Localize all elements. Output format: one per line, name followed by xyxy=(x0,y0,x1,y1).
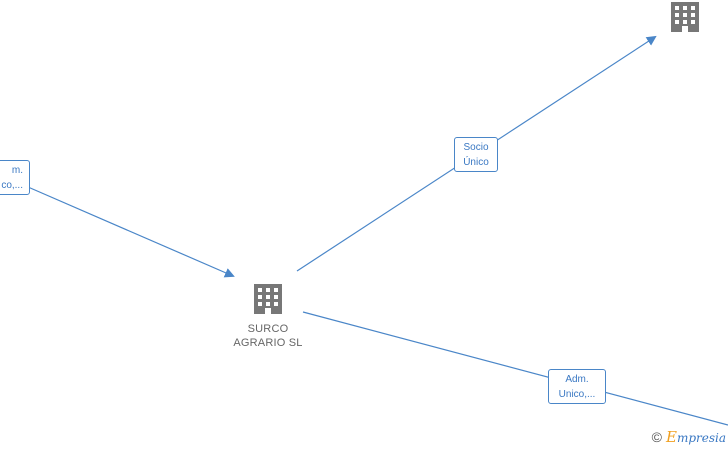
building-icon[interactable] xyxy=(671,2,699,32)
brand-logo: Empresia xyxy=(665,428,726,446)
edge-label-adm[interactable]: Adm. Unico,... xyxy=(548,369,606,404)
company-name-line1: SURCO xyxy=(247,323,289,335)
edge-label-socio-line1: Socio xyxy=(463,142,489,153)
edge-label-left-line1: m. xyxy=(11,165,23,176)
building-icon[interactable] xyxy=(254,284,282,314)
watermark: © Empresia xyxy=(652,428,726,446)
company-name-line2: AGRARIO SL xyxy=(233,337,303,349)
edge-left-in xyxy=(27,186,235,278)
edge-label-left[interactable]: m. co,... xyxy=(0,160,30,195)
edge-label-socio[interactable]: Socio Único xyxy=(454,137,498,172)
company-name-label[interactable]: SURCO AGRARIO SL xyxy=(216,322,320,350)
edge-label-left-line2: co,... xyxy=(1,180,23,191)
edge-label-adm-line1: Adm. xyxy=(565,374,589,385)
edge-label-adm-line2: Unico,... xyxy=(558,389,596,400)
edge-label-socio-line2: Único xyxy=(463,157,489,168)
edge-adm-out xyxy=(302,311,728,426)
copyright-symbol: © xyxy=(651,429,662,445)
